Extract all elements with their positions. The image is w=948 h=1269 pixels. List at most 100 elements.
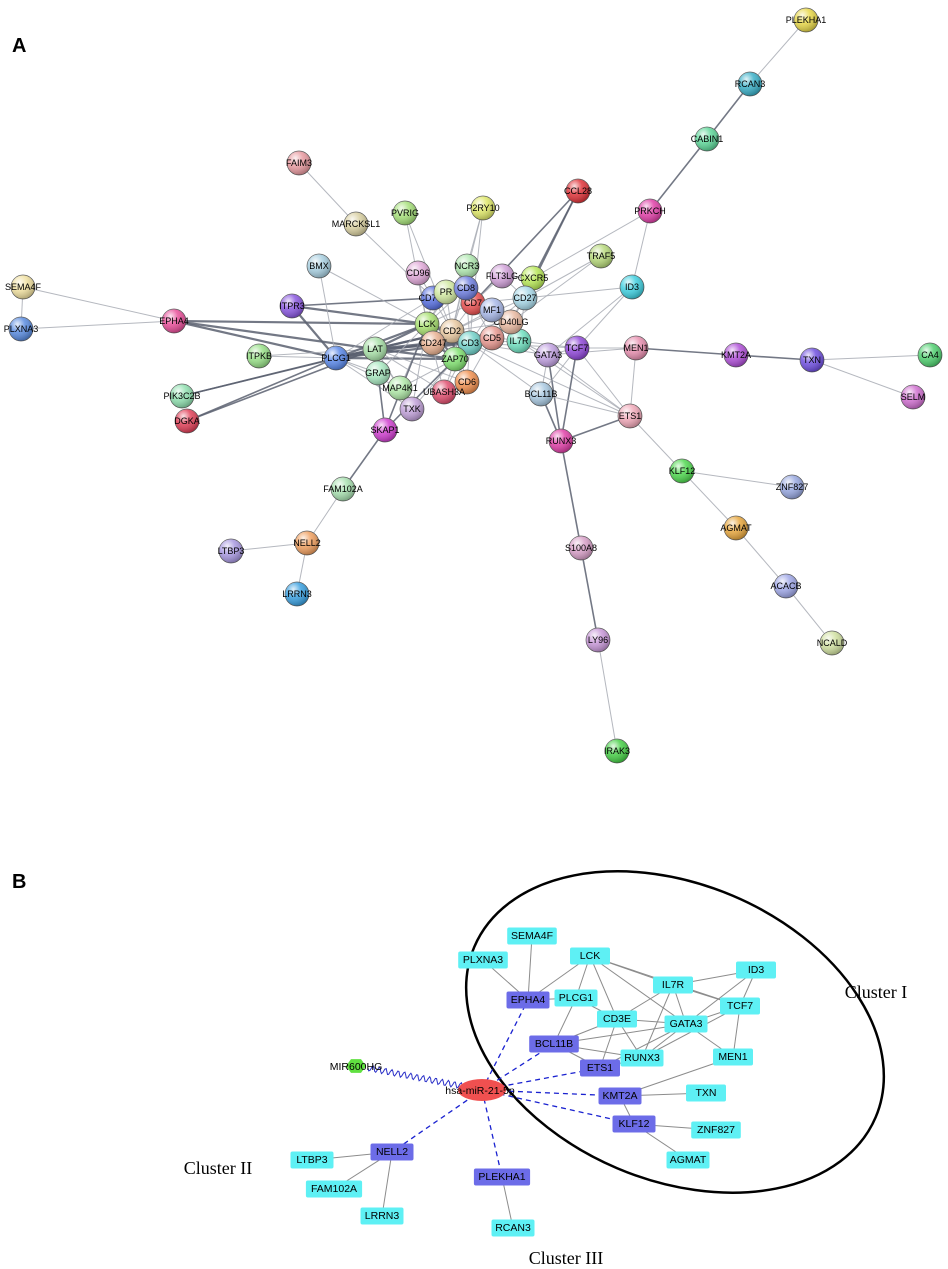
gene-rcan3[interactable]: RCAN3 xyxy=(491,1219,535,1237)
node-label: MF1 xyxy=(483,305,501,315)
gene-ltbp3[interactable]: LTBP3 xyxy=(290,1151,334,1169)
gene-plxna3[interactable]: PLXNA3 xyxy=(458,951,508,969)
node-pvrig[interactable]: PVRIG xyxy=(391,200,419,226)
gene-lrrn3[interactable]: LRRN3 xyxy=(360,1207,404,1225)
target-plekha1[interactable]: PLEKHA1 xyxy=(473,1168,531,1186)
target-epha4[interactable]: EPHA4 xyxy=(506,991,550,1009)
node-s100a8[interactable]: S100A8 xyxy=(565,535,597,561)
node-skap1[interactable]: SKAP1 xyxy=(370,417,400,443)
node-nell2[interactable]: NELL2 xyxy=(293,530,321,556)
node-cd8[interactable]: CD8 xyxy=(453,275,479,301)
gene-lck[interactable]: LCK xyxy=(570,947,610,965)
node-bmx[interactable]: BMX xyxy=(306,253,332,279)
node-cd5[interactable]: CD5 xyxy=(479,325,505,351)
target-kmt2a[interactable]: KMT2A xyxy=(598,1087,642,1105)
node-ly96[interactable]: LY96 xyxy=(585,627,611,653)
node-men1[interactable]: MEN1 xyxy=(623,335,649,361)
mirna-target-nell2 xyxy=(391,1089,483,1153)
edge-plcg1-cd79b xyxy=(335,297,434,359)
gene-runx3[interactable]: RUNX3 xyxy=(620,1049,664,1067)
node-ccl28[interactable]: CCL28 xyxy=(564,178,592,204)
node-cd40lg[interactable]: CD40LG xyxy=(493,309,529,335)
node-gata3[interactable]: GATA3 xyxy=(534,342,562,368)
node-lrrn3[interactable]: LRRN3 xyxy=(282,581,312,607)
node-zap70[interactable]: ZAP70 xyxy=(441,346,469,372)
gene-agmat[interactable]: AGMAT xyxy=(666,1151,710,1169)
node-pik3c2b[interactable]: PIK3C2B xyxy=(163,383,201,409)
node-plekha1[interactable]: PLEKHA1 xyxy=(786,7,827,33)
gene-sema4f[interactable]: SEMA4F xyxy=(507,927,557,945)
node-acacb[interactable]: ACACB xyxy=(770,573,802,599)
node-agmat[interactable]: AGMAT xyxy=(720,515,752,541)
node-cd2[interactable]: CD2 xyxy=(439,318,465,344)
node-highlight xyxy=(324,346,348,370)
node-tcf7[interactable]: TCF7 xyxy=(564,335,590,361)
node-cabin1[interactable]: CABIN1 xyxy=(691,126,724,152)
node-cd247[interactable]: CD247 xyxy=(419,330,447,356)
node-imf1[interactable]: MF1 xyxy=(479,297,505,323)
node-cxcr5[interactable]: CXCR5 xyxy=(518,265,549,291)
node-grap[interactable]: GRAP xyxy=(365,360,391,386)
node-ets1[interactable]: ETS1 xyxy=(617,403,643,429)
edge-prkch-cxcr5 xyxy=(532,210,651,279)
node-fam102a[interactable]: FAM102A xyxy=(323,476,363,502)
node-prf1[interactable]: PR xyxy=(433,279,459,305)
gene-men1[interactable]: MEN1 xyxy=(713,1048,753,1066)
node-flt3lg[interactable]: FLT3LG xyxy=(486,263,518,289)
node-ncr3[interactable]: NCR3 xyxy=(454,253,480,279)
node-ubash3a[interactable]: UBASH3A xyxy=(423,379,465,405)
node-highlight xyxy=(393,201,417,225)
node-traf5[interactable]: TRAF5 xyxy=(587,243,616,269)
target-klf12[interactable]: KLF12 xyxy=(612,1115,656,1133)
node-il7r[interactable]: IL7R xyxy=(506,328,532,354)
node-klf12[interactable]: KLF12 xyxy=(669,458,696,484)
node-faim3[interactable]: FAIM3 xyxy=(286,150,312,176)
node-selm[interactable]: SELM xyxy=(900,384,926,410)
node-ltbp3[interactable]: LTBP3 xyxy=(218,538,245,564)
gene-fam102a[interactable]: FAM102A xyxy=(305,1180,363,1198)
node-itpkb[interactable]: ITPKB xyxy=(246,343,272,369)
target-ets1[interactable]: ETS1 xyxy=(580,1059,620,1077)
gene-txn[interactable]: TXN xyxy=(686,1084,726,1102)
mirna-hsa-mir-21-5p[interactable]: hsa-miR-21-5p xyxy=(445,1079,515,1101)
node-marcksl1[interactable]: MARCKSL1 xyxy=(332,211,381,237)
node-lat[interactable]: LAT xyxy=(362,336,388,362)
node-box xyxy=(691,1121,741,1139)
target-nell2[interactable]: NELL2 xyxy=(370,1143,414,1161)
node-cd6[interactable]: CD6 xyxy=(454,369,480,395)
gene-il7r[interactable]: IL7R xyxy=(653,976,693,994)
gene-znf827[interactable]: ZNF827 xyxy=(691,1121,741,1139)
node-lck[interactable]: LCK xyxy=(414,311,440,337)
node-sema4f[interactable]: SEMA4F xyxy=(5,274,42,300)
gene-plcg1[interactable]: PLCG1 xyxy=(554,989,598,1007)
node-bcl11b[interactable]: BCL11B xyxy=(525,381,558,407)
node-txk[interactable]: TXK xyxy=(399,396,425,422)
node-znf827[interactable]: ZNF827 xyxy=(776,474,809,500)
gene-id3[interactable]: ID3 xyxy=(736,961,776,979)
node-runx3[interactable]: RUNX3 xyxy=(546,428,577,454)
node-cd27[interactable]: CD27 xyxy=(512,285,538,311)
node-plcg1[interactable]: PLCG1 xyxy=(321,345,351,371)
node-irak3[interactable]: IRAK3 xyxy=(604,738,630,764)
node-itpr3[interactable]: ITPR3 xyxy=(279,293,305,319)
node-rcan3[interactable]: RCAN3 xyxy=(735,71,766,97)
lncrna-mir600hg[interactable]: MIR600HG xyxy=(330,1059,383,1073)
node-ncald[interactable]: NCALD xyxy=(817,630,848,656)
node-kmt2a[interactable]: KMT2A xyxy=(721,342,751,368)
gene-tcf7[interactable]: TCF7 xyxy=(720,997,760,1015)
node-epha4[interactable]: EPHA4 xyxy=(159,308,189,334)
node-cd96[interactable]: CD96 xyxy=(405,260,431,286)
gene-cd3e[interactable]: CD3E xyxy=(597,1010,637,1028)
node-txn[interactable]: TXN xyxy=(799,347,825,373)
node-map4k1[interactable]: MAP4K1 xyxy=(382,375,418,401)
node-plxna3[interactable]: PLXNA3 xyxy=(4,316,39,342)
node-p2ry10[interactable]: P2RY10 xyxy=(466,195,500,221)
gene-gata3[interactable]: GATA3 xyxy=(664,1015,708,1033)
node-dgka[interactable]: DGKA xyxy=(174,408,200,434)
node-prkch[interactable]: PRKCH xyxy=(634,198,666,224)
node-id3[interactable]: ID3 xyxy=(619,274,645,300)
node-ca4[interactable]: CA4 xyxy=(917,342,943,368)
target-bcl11b[interactable]: BCL11B xyxy=(529,1035,579,1053)
node-label: KMT2A xyxy=(602,1090,637,1102)
node-highlight xyxy=(331,477,355,501)
